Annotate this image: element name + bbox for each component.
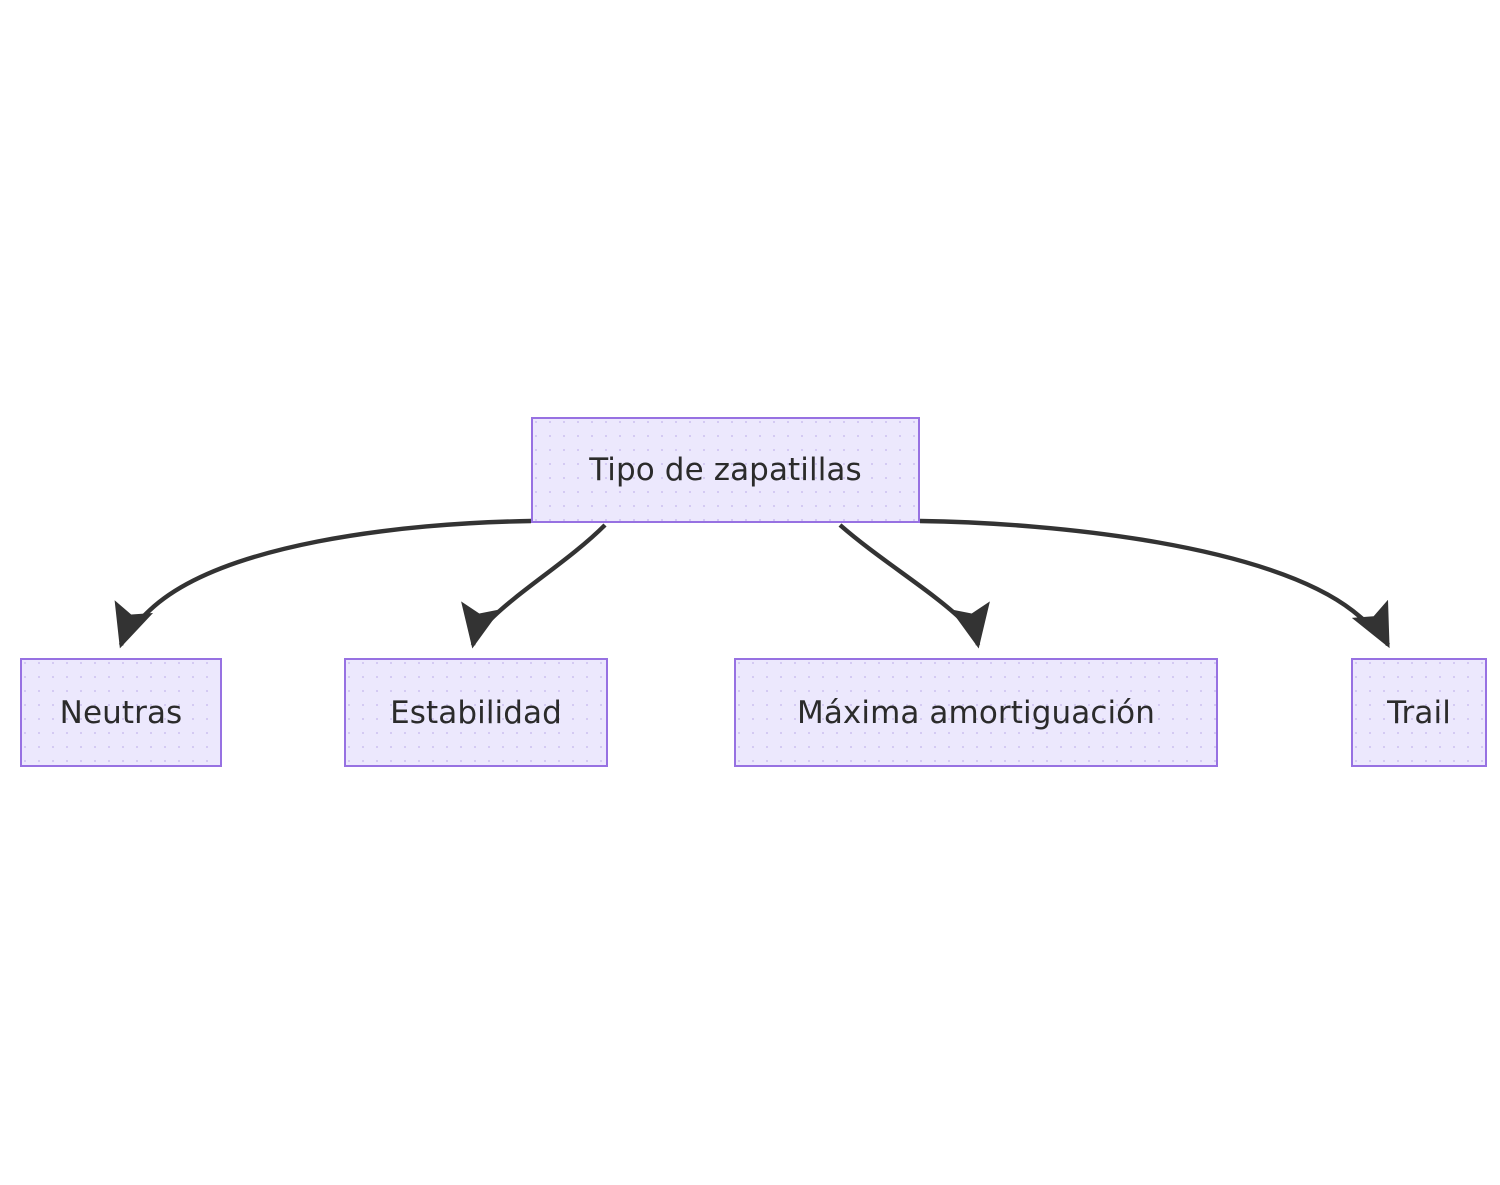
edge-root-to-estabilidad [461, 523, 607, 649]
node-label: Estabilidad [390, 694, 562, 731]
node-estabilidad[interactable]: Estabilidad [344, 658, 608, 767]
node-label: Máxima amortiguación [796, 694, 1155, 731]
node-tipo-de-zapatillas[interactable]: Tipo de zapatillas [531, 417, 920, 523]
node-label: Tipo de zapatillas [589, 452, 862, 488]
edge-root-to-maxima [838, 523, 990, 649]
node-neutras[interactable]: Neutras [20, 658, 222, 767]
node-trail[interactable]: Trail [1351, 658, 1487, 767]
node-maxima-amortiguacion[interactable]: Máxima amortiguación [734, 658, 1218, 767]
edge-root-to-trail [919, 518, 1390, 649]
edge-root-to-neutras [114, 518, 532, 649]
node-label: Trail [1387, 694, 1451, 731]
node-label: Neutras [59, 694, 183, 731]
